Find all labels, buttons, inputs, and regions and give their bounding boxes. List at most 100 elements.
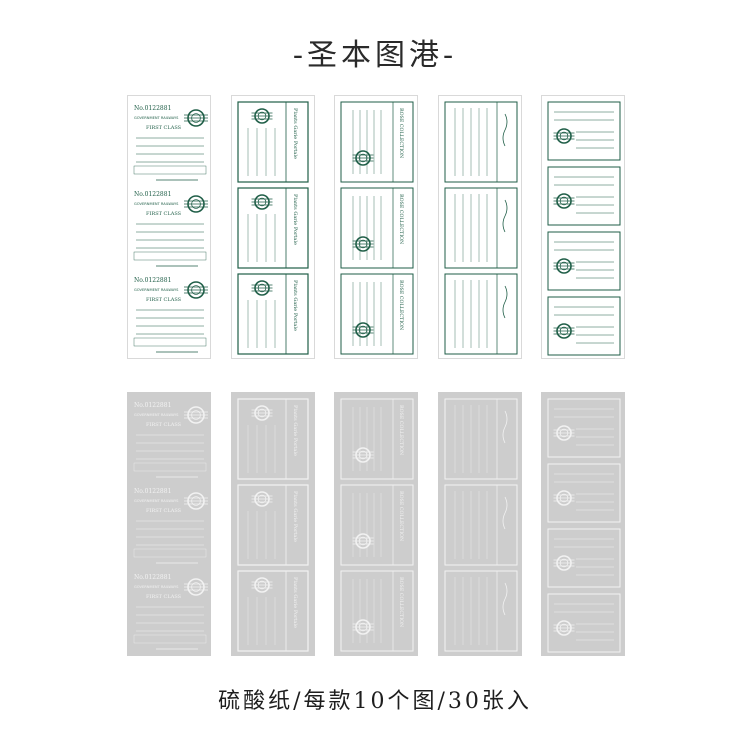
lined-label xyxy=(444,484,518,566)
label-frame xyxy=(444,187,518,269)
strip-artwork xyxy=(547,398,621,653)
label-frame xyxy=(237,570,309,652)
plants-label: Plants Garie Portale xyxy=(237,398,309,480)
label-frame xyxy=(340,484,414,566)
label-title: Plants Garie Portale xyxy=(292,280,298,331)
lined-label xyxy=(444,570,518,652)
stamp-label xyxy=(547,528,621,588)
label-frame xyxy=(547,398,621,458)
signature-flourish xyxy=(502,582,508,616)
stamp-label xyxy=(547,593,621,653)
ticket-railway: GOVERNMENT RAILWAYS xyxy=(134,288,179,292)
ticket-number: No.0122881 xyxy=(134,488,171,495)
ticket-class: FIRST CLASS xyxy=(146,594,182,600)
lined-label xyxy=(444,273,518,355)
strip-artwork xyxy=(547,101,621,356)
label-frame xyxy=(444,273,518,355)
signature-flourish xyxy=(502,113,508,147)
lined-label xyxy=(444,187,518,269)
label-frame xyxy=(340,398,414,480)
label-title: Plants Garie Portale xyxy=(292,577,298,628)
vellum-strip-rose: ROSE COLLECTION ROSE COLLECTION ROSE COLLE… xyxy=(334,392,418,656)
ticket-railway: GOVERNMENT RAILWAYS xyxy=(134,413,179,417)
ticket-railway: GOVERNMENT RAILWAYS xyxy=(134,499,179,503)
label-title: ROSE COLLECTION xyxy=(398,108,404,158)
label-frame xyxy=(444,570,518,652)
signature-flourish xyxy=(502,199,508,233)
stamp-label xyxy=(547,296,621,356)
label-frame xyxy=(340,570,414,652)
ticket-note xyxy=(133,462,207,472)
ticket-railway: GOVERNMENT RAILWAYS xyxy=(134,585,179,589)
label-title: ROSE COLLECTION xyxy=(398,280,404,330)
vellum-strip-lined xyxy=(438,392,522,656)
ticket-number: No.0122881 xyxy=(134,402,171,409)
label-frame xyxy=(237,398,309,480)
label-title: Plants Garie Portale xyxy=(292,108,298,159)
vellum-strip-stamp xyxy=(541,392,625,656)
sticker-strip-lined xyxy=(438,95,522,359)
stamp-label xyxy=(547,166,621,226)
label-frame xyxy=(547,463,621,523)
ticket-number: No.0122881 xyxy=(134,105,171,112)
label-frame xyxy=(340,187,414,269)
label-frame xyxy=(444,101,518,183)
ticket-number: No.0122881 xyxy=(134,574,171,581)
rose-label: ROSE COLLECTION xyxy=(340,484,414,566)
ticket-class: FIRST CLASS xyxy=(146,508,182,514)
label-frame xyxy=(237,273,309,355)
ticket-note xyxy=(133,165,207,175)
plants-label: Plants Garie Portale xyxy=(237,570,309,652)
ticket-class: FIRST CLASS xyxy=(146,422,182,428)
plants-label: Plants Garie Portale xyxy=(237,273,309,355)
ticket-class: FIRST CLASS xyxy=(146,125,182,131)
ticket-note xyxy=(133,337,207,347)
ticket-railway: GOVERNMENT RAILWAYS xyxy=(134,116,179,120)
label-frame xyxy=(340,101,414,183)
label-frame xyxy=(444,398,518,480)
strip-artwork: ROSE COLLECTION ROSE COLLECTION ROSE COLLE… xyxy=(340,101,414,355)
rose-label: ROSE COLLECTION xyxy=(340,273,414,355)
rose-label: ROSE COLLECTION xyxy=(340,187,414,269)
ticket-note xyxy=(133,548,207,558)
sticker-strip-rose: ROSE COLLECTION ROSE COLLECTION ROSE COLLE… xyxy=(334,95,418,359)
label-frame xyxy=(237,484,309,566)
label-frame xyxy=(237,187,309,269)
label-frame xyxy=(547,101,621,161)
label-frame xyxy=(547,593,621,653)
signature-flourish xyxy=(502,285,508,319)
plants-label: Plants Garie Portale xyxy=(237,101,309,183)
stamp-label xyxy=(547,463,621,523)
ticket-class: FIRST CLASS xyxy=(146,211,182,217)
label-title: Plants Garie Portale xyxy=(292,405,298,456)
lined-label xyxy=(444,101,518,183)
label-frame xyxy=(444,484,518,566)
stamp-label xyxy=(547,398,621,458)
ticket-railway: GOVERNMENT RAILWAYS xyxy=(134,202,179,206)
plants-label: Plants Garie Portale xyxy=(237,187,309,269)
signature-flourish xyxy=(502,410,508,444)
ticket-number: No.0122881 xyxy=(134,191,171,198)
ticket-note xyxy=(133,251,207,261)
label-title: Plants Garie Portale xyxy=(292,491,298,542)
signature-flourish xyxy=(502,496,508,530)
label-frame xyxy=(237,101,309,183)
label-title: ROSE COLLECTION xyxy=(398,577,404,627)
ticket-class: FIRST CLASS xyxy=(146,297,182,303)
plants-label: Plants Garie Portale xyxy=(237,484,309,566)
label-frame xyxy=(547,528,621,588)
stamp-label xyxy=(547,101,621,161)
label-title: ROSE COLLECTION xyxy=(398,405,404,455)
